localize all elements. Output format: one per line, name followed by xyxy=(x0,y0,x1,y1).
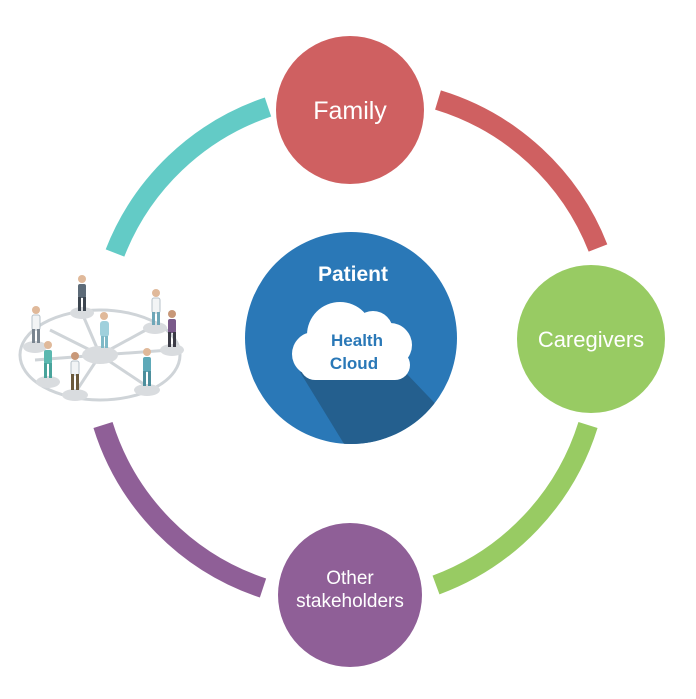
family-node: Family xyxy=(276,36,424,184)
arc-red xyxy=(435,90,608,252)
person-figure xyxy=(31,306,41,343)
health-cloud-line2: Cloud xyxy=(330,354,378,373)
cloud-icon xyxy=(292,302,412,380)
arc-purple xyxy=(93,422,267,598)
caregivers-label: Caregivers xyxy=(538,327,644,352)
person-figure xyxy=(78,275,86,311)
person-figure xyxy=(100,312,109,348)
caregivers-node: Caregivers xyxy=(517,265,665,413)
patient-title: Patient xyxy=(318,263,388,286)
other-stakeholders-label-line2: stakeholders xyxy=(296,591,404,612)
long-shadow xyxy=(300,372,457,444)
care-team-network-icon xyxy=(18,275,184,402)
other-stakeholders-label-line1: Other xyxy=(326,568,374,589)
family-label: Family xyxy=(313,97,387,125)
person-figure xyxy=(168,310,176,347)
person-figure xyxy=(151,289,161,325)
patient-center: Patient Health Cloud xyxy=(245,232,457,444)
person-figure xyxy=(44,341,52,378)
person-figure xyxy=(143,348,151,386)
health-cloud-line1: Health xyxy=(331,331,383,350)
arc-green xyxy=(432,421,598,595)
person-figure xyxy=(70,352,80,390)
arc-teal xyxy=(105,97,272,257)
other-stakeholders-node: Other stakeholders xyxy=(278,523,422,667)
